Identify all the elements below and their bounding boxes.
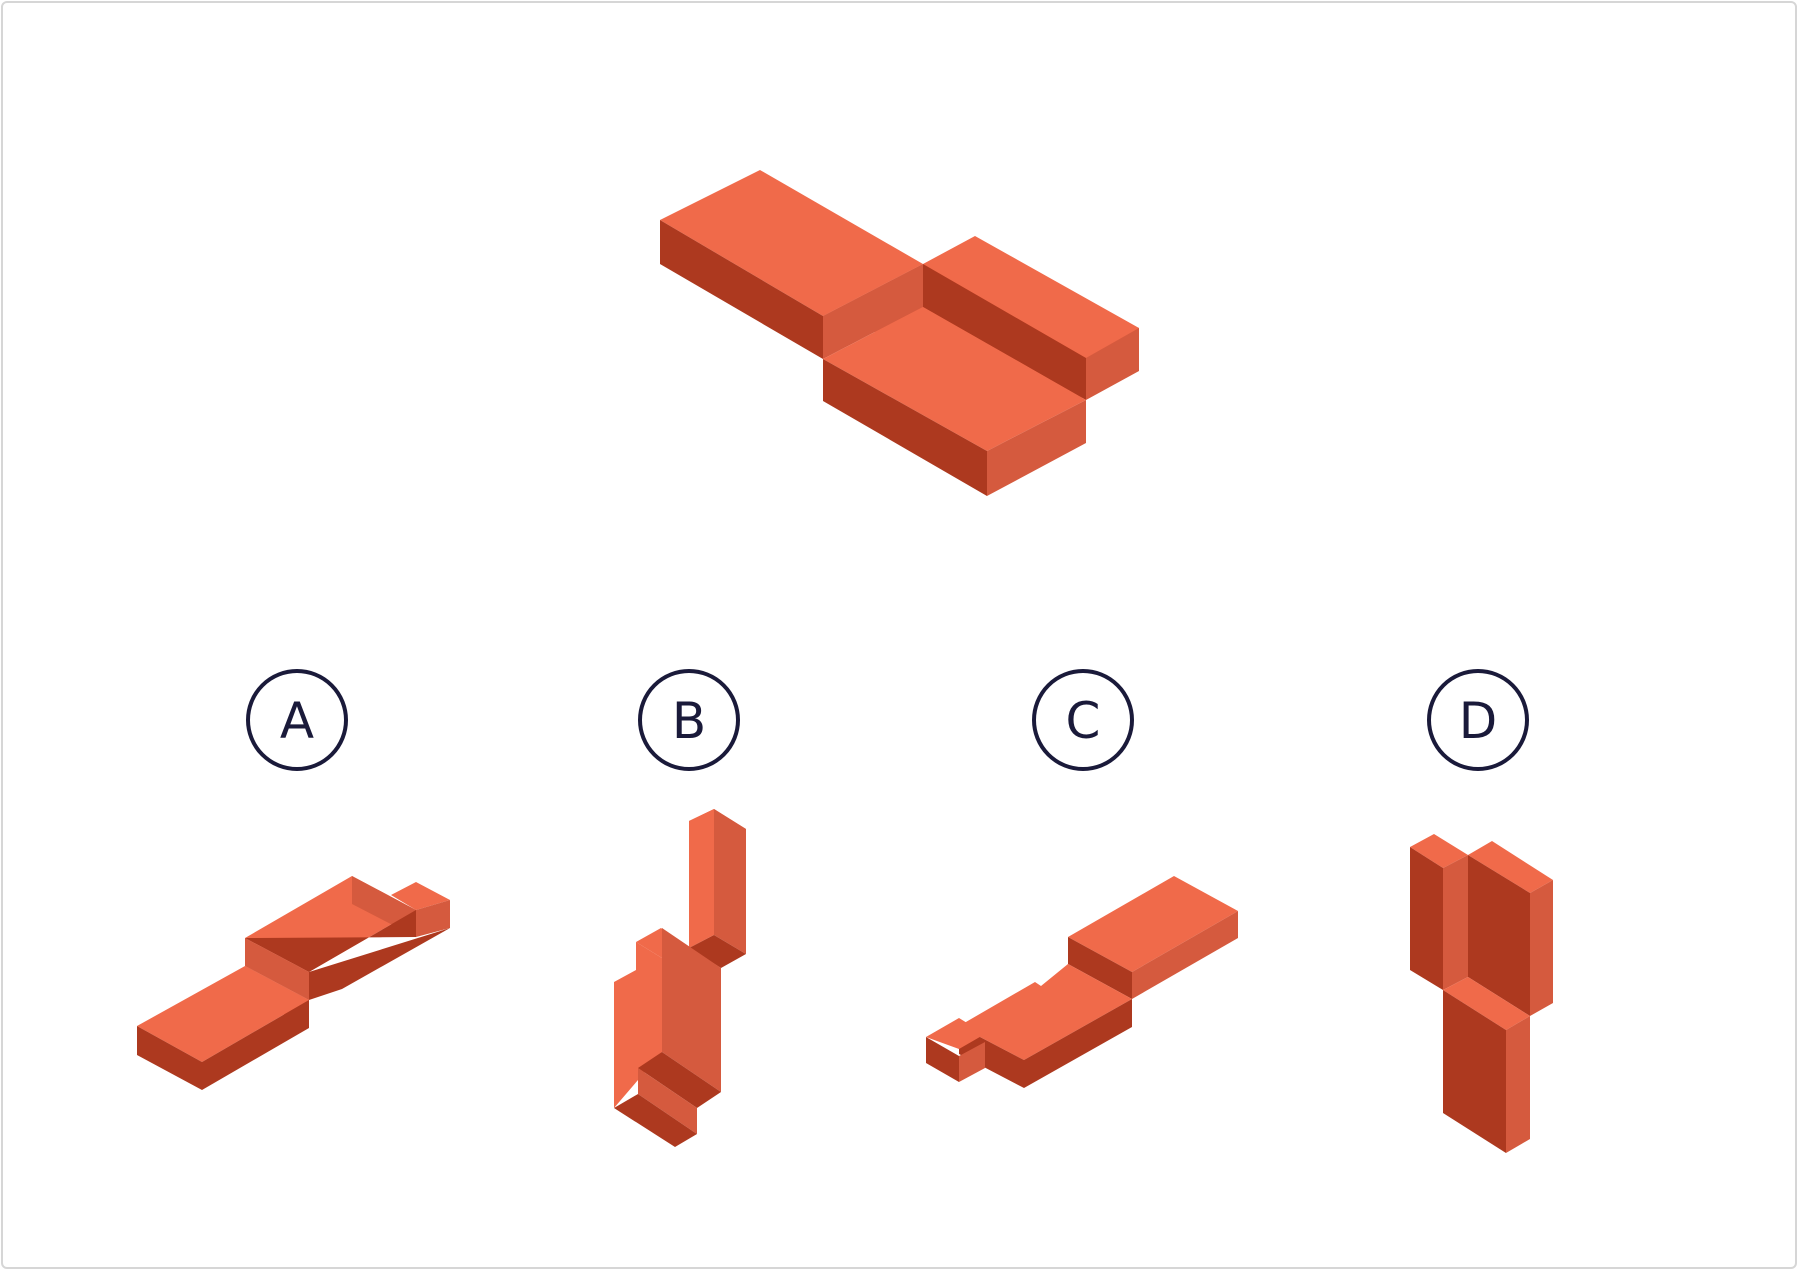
option-b-side-face — [614, 942, 662, 1108]
option-c-side-face — [1024, 999, 1132, 1088]
reference-side-face — [823, 264, 923, 359]
option-d-top-face — [1410, 834, 1468, 868]
option-a-side-face — [245, 938, 309, 1000]
option-d-side-face — [1530, 880, 1553, 1016]
option-a-side-face — [202, 1000, 309, 1090]
option-b-side-face — [614, 1094, 697, 1147]
option-d-top-face — [1443, 977, 1530, 1030]
option-c[interactable]: C — [1032, 669, 1134, 771]
reference-top-face — [660, 170, 923, 316]
option-d-side-face — [1468, 855, 1530, 1016]
option-d-label: D — [1459, 692, 1498, 750]
reference-side-face — [987, 400, 1086, 496]
option-d-top-face — [1468, 841, 1553, 893]
reference-side-face — [1086, 328, 1139, 400]
option-b-side-face — [689, 935, 746, 968]
option-c-label: C — [1066, 692, 1101, 750]
option-a-shape[interactable] — [137, 876, 450, 1090]
option-d-side-face — [1506, 1016, 1530, 1153]
option-a[interactable]: A — [246, 669, 348, 771]
option-a-side-face — [245, 910, 416, 972]
reference-side-face — [660, 220, 823, 359]
option-c-side-face — [926, 1037, 959, 1082]
option-a-label: A — [280, 692, 314, 750]
option-b-label: B — [672, 692, 706, 750]
option-b-side-face — [689, 809, 714, 948]
option-d-circle[interactable] — [1427, 669, 1529, 771]
option-b[interactable]: B — [638, 669, 740, 771]
option-d[interactable]: D — [1427, 669, 1529, 771]
option-c-side-face — [959, 1042, 985, 1082]
option-b-side-face — [714, 809, 746, 954]
option-c-top-face — [959, 964, 1132, 1060]
option-a-top-face — [391, 882, 450, 910]
option-c-top-face — [926, 1018, 985, 1049]
reference-shape — [660, 170, 1139, 496]
reference-top-face — [823, 307, 1086, 451]
option-b-side-face — [662, 928, 721, 1092]
option-c-top-face — [1068, 876, 1238, 972]
option-b-side-face — [638, 1068, 697, 1134]
option-b-circle[interactable] — [638, 669, 740, 771]
option-c-shape[interactable] — [926, 876, 1238, 1088]
option-d-side-face — [1410, 847, 1443, 990]
option-a-side-face — [309, 928, 450, 1000]
reference-side-face — [923, 264, 1086, 400]
option-d-side-face — [1443, 855, 1468, 990]
option-b-side-face — [638, 1052, 721, 1108]
option-d-shape[interactable] — [1410, 834, 1553, 1153]
option-d-side-face — [1443, 990, 1506, 1153]
option-b-shape[interactable] — [614, 809, 746, 1147]
option-c-circle[interactable] — [1032, 669, 1134, 771]
option-c-side-face — [1132, 911, 1238, 999]
option-c-side-face — [959, 1026, 1024, 1088]
option-c-side-face — [1068, 937, 1132, 999]
option-a-side-face — [137, 1026, 202, 1090]
option-a-side-face — [416, 900, 450, 937]
option-a-top-face — [137, 966, 309, 1062]
reference-top-face — [923, 236, 1139, 358]
reference-side-face — [823, 359, 987, 496]
option-a-circle[interactable] — [246, 669, 348, 771]
